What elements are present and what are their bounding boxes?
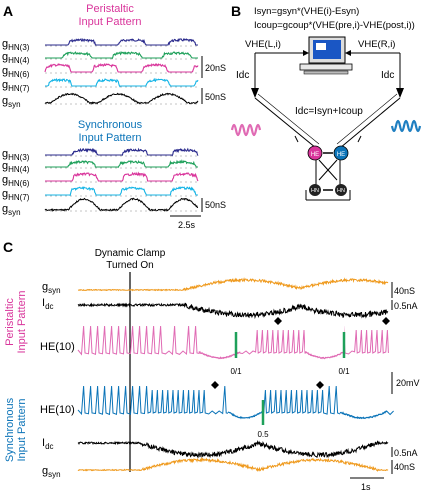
synchronous-traces bbox=[44, 147, 199, 212]
trace-hn4-synchronous bbox=[45, 159, 198, 169]
row-label-syn: gsyn bbox=[2, 203, 21, 217]
peristaltic-side-line1: Peristaltic bbox=[4, 298, 16, 346]
hn-right-node bbox=[335, 184, 347, 196]
eq-isyn: Isyn=gsyn*(VHE(i)-Esyn) bbox=[254, 6, 359, 17]
trace-c-idc-synchronous bbox=[77, 439, 389, 459]
trace-hn3-peristaltic bbox=[45, 38, 198, 46]
scale-2-5s-label: 2.5s bbox=[178, 220, 196, 230]
hn-right-node-label: HN bbox=[337, 188, 345, 194]
c-idc-top-label: Idc bbox=[42, 297, 54, 311]
diamond-marker-4 bbox=[316, 381, 324, 389]
idc-right-arrow-icon bbox=[396, 88, 404, 98]
panel-c-label: C bbox=[3, 239, 13, 255]
c-scale-40ns: 40nS bbox=[394, 286, 415, 296]
he10-peristaltic-hyperpolarization-1 bbox=[198, 350, 241, 360]
trace-c-gsyn-peristaltic bbox=[77, 277, 389, 292]
hn-left-node bbox=[309, 184, 321, 196]
c-scale-20mv: 20mV bbox=[396, 378, 420, 388]
trace-hn6-peristaltic bbox=[44, 62, 199, 73]
peristaltic-title-line2: Input Pattern bbox=[79, 16, 142, 28]
panel-c-traces bbox=[77, 277, 394, 472]
row-label-hn7: gHN(7) bbox=[2, 79, 30, 93]
c-scale-0-5na-bottom: 0.5nA bbox=[394, 448, 418, 458]
phase-label-2: 0/1 bbox=[338, 367, 350, 376]
row-label-hn4: gHN(4) bbox=[2, 160, 30, 174]
synchronous-side-line1: Synchronous bbox=[4, 397, 16, 462]
scale-20ns-label: 20nS bbox=[205, 63, 226, 73]
peristaltic-waveform-icon bbox=[230, 123, 262, 137]
trace-c-gsyn-synchronous bbox=[77, 457, 389, 472]
peristaltic-traces bbox=[44, 38, 199, 105]
row-label-hn6: gHN(6) bbox=[2, 174, 30, 188]
clamp-line2: Turned On bbox=[106, 260, 153, 271]
he-left-node-label: HE bbox=[311, 152, 319, 158]
trace-c-idc-peristaltic bbox=[77, 302, 389, 320]
he-left-node bbox=[307, 145, 323, 161]
panel-b-label: B bbox=[231, 3, 241, 19]
he-right-node bbox=[333, 145, 349, 161]
c-gsyn-bottom-label: gsyn bbox=[42, 465, 61, 479]
idc-right-label: Idc bbox=[381, 70, 394, 81]
he10-synchronous-hyperpolarization-1 bbox=[227, 411, 263, 420]
idc-left-arrow-icon bbox=[251, 88, 259, 98]
he10-peristaltic-hyperpolarization-2 bbox=[304, 350, 345, 360]
hn-left-node-label: HN bbox=[311, 188, 319, 194]
trace-hn7-peristaltic bbox=[45, 77, 199, 88]
he10-synchronous-hyperpolarization-2 bbox=[339, 410, 387, 420]
he-right-node-label: HE bbox=[337, 152, 345, 158]
row-label-syn: gsyn bbox=[2, 95, 21, 109]
v-right-label: VHE(R,i) bbox=[358, 39, 395, 50]
row-label-hn3: gHN(3) bbox=[2, 38, 30, 52]
peristaltic-side-line2: Input Pattern bbox=[16, 291, 28, 354]
synchronous-waveform-icon bbox=[390, 119, 422, 133]
phase-label-1: 0/1 bbox=[230, 367, 242, 376]
scale-50ns-bottom-label: 50nS bbox=[205, 200, 226, 210]
peristaltic-title-line1: Peristaltic bbox=[86, 3, 134, 15]
c-scale-40ns-bottom: 40nS bbox=[394, 462, 415, 472]
synchronous-title-line1: Synchronous bbox=[78, 119, 143, 131]
trace-hn4-peristaltic bbox=[45, 51, 198, 60]
neuron-network-diagram bbox=[294, 135, 362, 201]
eq-icoup: Icoup=gcoup*(VHE(pre,i)-VHE(post,i)) bbox=[254, 20, 415, 31]
phase-label-3: 0.5 bbox=[257, 430, 269, 439]
trace-hn3-synchronous bbox=[45, 147, 199, 157]
trace-hn7-synchronous bbox=[45, 186, 198, 197]
row-label-hn4: gHN(4) bbox=[2, 51, 30, 65]
computer-icon bbox=[299, 36, 353, 75]
synchronous-side-line2: Input Pattern bbox=[16, 399, 28, 462]
c-scale-0-5na: 0.5nA bbox=[394, 301, 418, 311]
row-label-hn3: gHN(3) bbox=[2, 148, 30, 162]
trace-hn6-synchronous bbox=[45, 171, 199, 182]
idc-left-label: Idc bbox=[236, 70, 249, 81]
idc-equation: Idc=Isyn+Icoup bbox=[295, 106, 363, 117]
c-scale-1s: 1s bbox=[361, 482, 371, 492]
v-left-label: VHE(L,i) bbox=[245, 39, 281, 50]
diamond-marker-2 bbox=[382, 317, 390, 325]
trace-gsyn-synchronous bbox=[44, 197, 199, 212]
scale-50ns-label: 50nS bbox=[205, 92, 226, 102]
row-label-hn7: gHN(7) bbox=[2, 188, 30, 202]
synchronous-row-labels: gHN(3)gHN(4)gHN(6)gHN(7)gsyn bbox=[2, 148, 30, 217]
clamp-line1: Dynamic Clamp bbox=[95, 248, 166, 259]
c-gsyn-top-label: gsyn bbox=[42, 281, 61, 295]
synchronous-title-line2: Input Pattern bbox=[79, 132, 142, 144]
peristaltic-row-labels: gHN(3)gHN(4)gHN(6)gHN(7) gsyn bbox=[2, 38, 30, 109]
c-idc-bottom-label: Idc bbox=[42, 437, 54, 451]
panel-a-label: A bbox=[3, 3, 13, 19]
c-he10-peristaltic-label: HE(10) bbox=[40, 341, 75, 353]
diamond-marker-3 bbox=[211, 381, 219, 389]
row-label-hn6: gHN(6) bbox=[2, 65, 30, 79]
c-he10-synchronous-label: HE(10) bbox=[40, 404, 75, 416]
diamond-marker-1 bbox=[274, 317, 282, 325]
trace-gsyn-peristaltic bbox=[44, 92, 199, 105]
